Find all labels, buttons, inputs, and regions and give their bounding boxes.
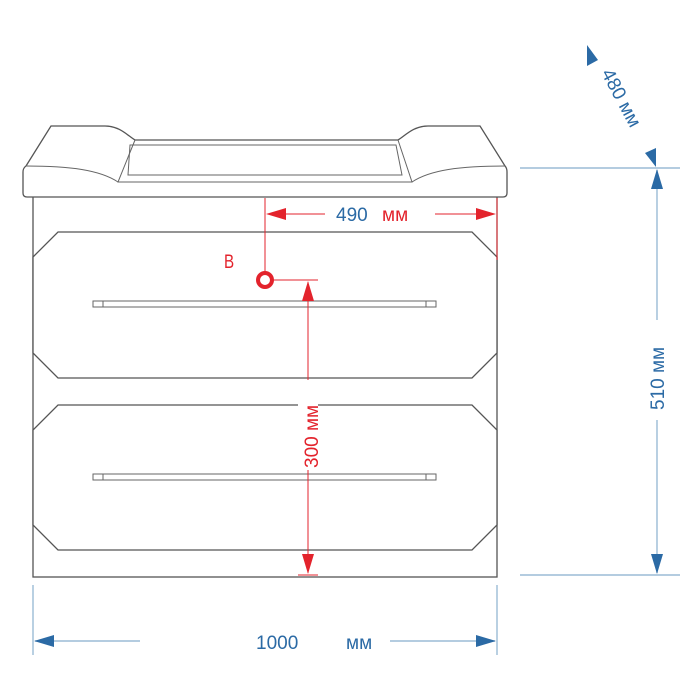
outlet-label: B: [224, 250, 234, 272]
outlet-offset-value: 490: [336, 205, 368, 226]
countertop: [22, 125, 508, 198]
outlet-marker: [256, 271, 274, 289]
basin-edge: [117, 139, 413, 183]
height-label: 510 мм: [648, 347, 669, 410]
width-unit: мм: [346, 633, 372, 654]
depth-dimension: 480 мм: [587, 45, 656, 167]
width-dimension: 1000 мм: [32, 585, 498, 655]
outlet-offset-dimension: 490 мм: [264, 198, 498, 272]
outlet-height-label: 300 мм: [302, 405, 323, 468]
basin: [127, 144, 403, 176]
drawer-top: [32, 231, 498, 379]
handle-bottom: [92, 473, 437, 481]
handle-top: [92, 300, 437, 308]
width-value: 1000: [256, 633, 298, 654]
countertop-curves: [25, 165, 506, 183]
height-dimension: 510 мм: [520, 167, 680, 576]
drawer-bottom: [32, 404, 498, 551]
outlet-height-dimension: 300 мм: [273, 279, 323, 576]
outlet-offset-unit: мм: [382, 205, 408, 226]
depth-label: 480 мм: [597, 65, 645, 131]
